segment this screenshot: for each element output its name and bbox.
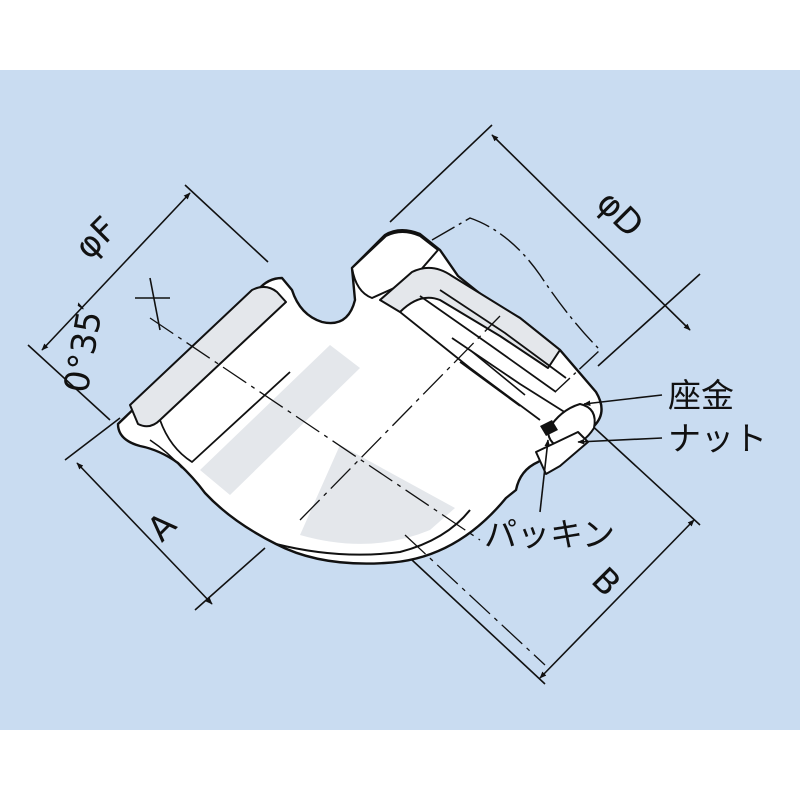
leader-nut xyxy=(577,437,663,445)
leader-washer xyxy=(583,394,663,407)
label-angle: 0°35′ xyxy=(57,300,112,395)
dimension-line-a xyxy=(76,462,213,605)
label-packing: パッキン xyxy=(484,515,615,554)
label-phi-f: φF xyxy=(67,209,125,267)
dimension-line-b xyxy=(539,519,695,679)
part-leaders xyxy=(539,394,663,513)
dimension-line-phi-f xyxy=(41,192,191,351)
label-nut: ナット xyxy=(668,419,767,458)
body-shading xyxy=(200,345,360,495)
center-lines xyxy=(149,315,546,666)
dimension-line-angle xyxy=(149,277,161,331)
top-boss xyxy=(351,231,439,299)
label-b: B xyxy=(583,560,628,605)
leader-packing xyxy=(539,439,551,513)
label-washer: 座金 xyxy=(668,376,734,415)
elbow-body xyxy=(116,229,603,565)
dimension-lines xyxy=(41,134,695,679)
label-phi-d: φD xyxy=(588,183,651,246)
right-nut xyxy=(379,266,561,369)
label-a: A xyxy=(140,505,185,550)
dimension-line-phi-d xyxy=(491,134,691,331)
